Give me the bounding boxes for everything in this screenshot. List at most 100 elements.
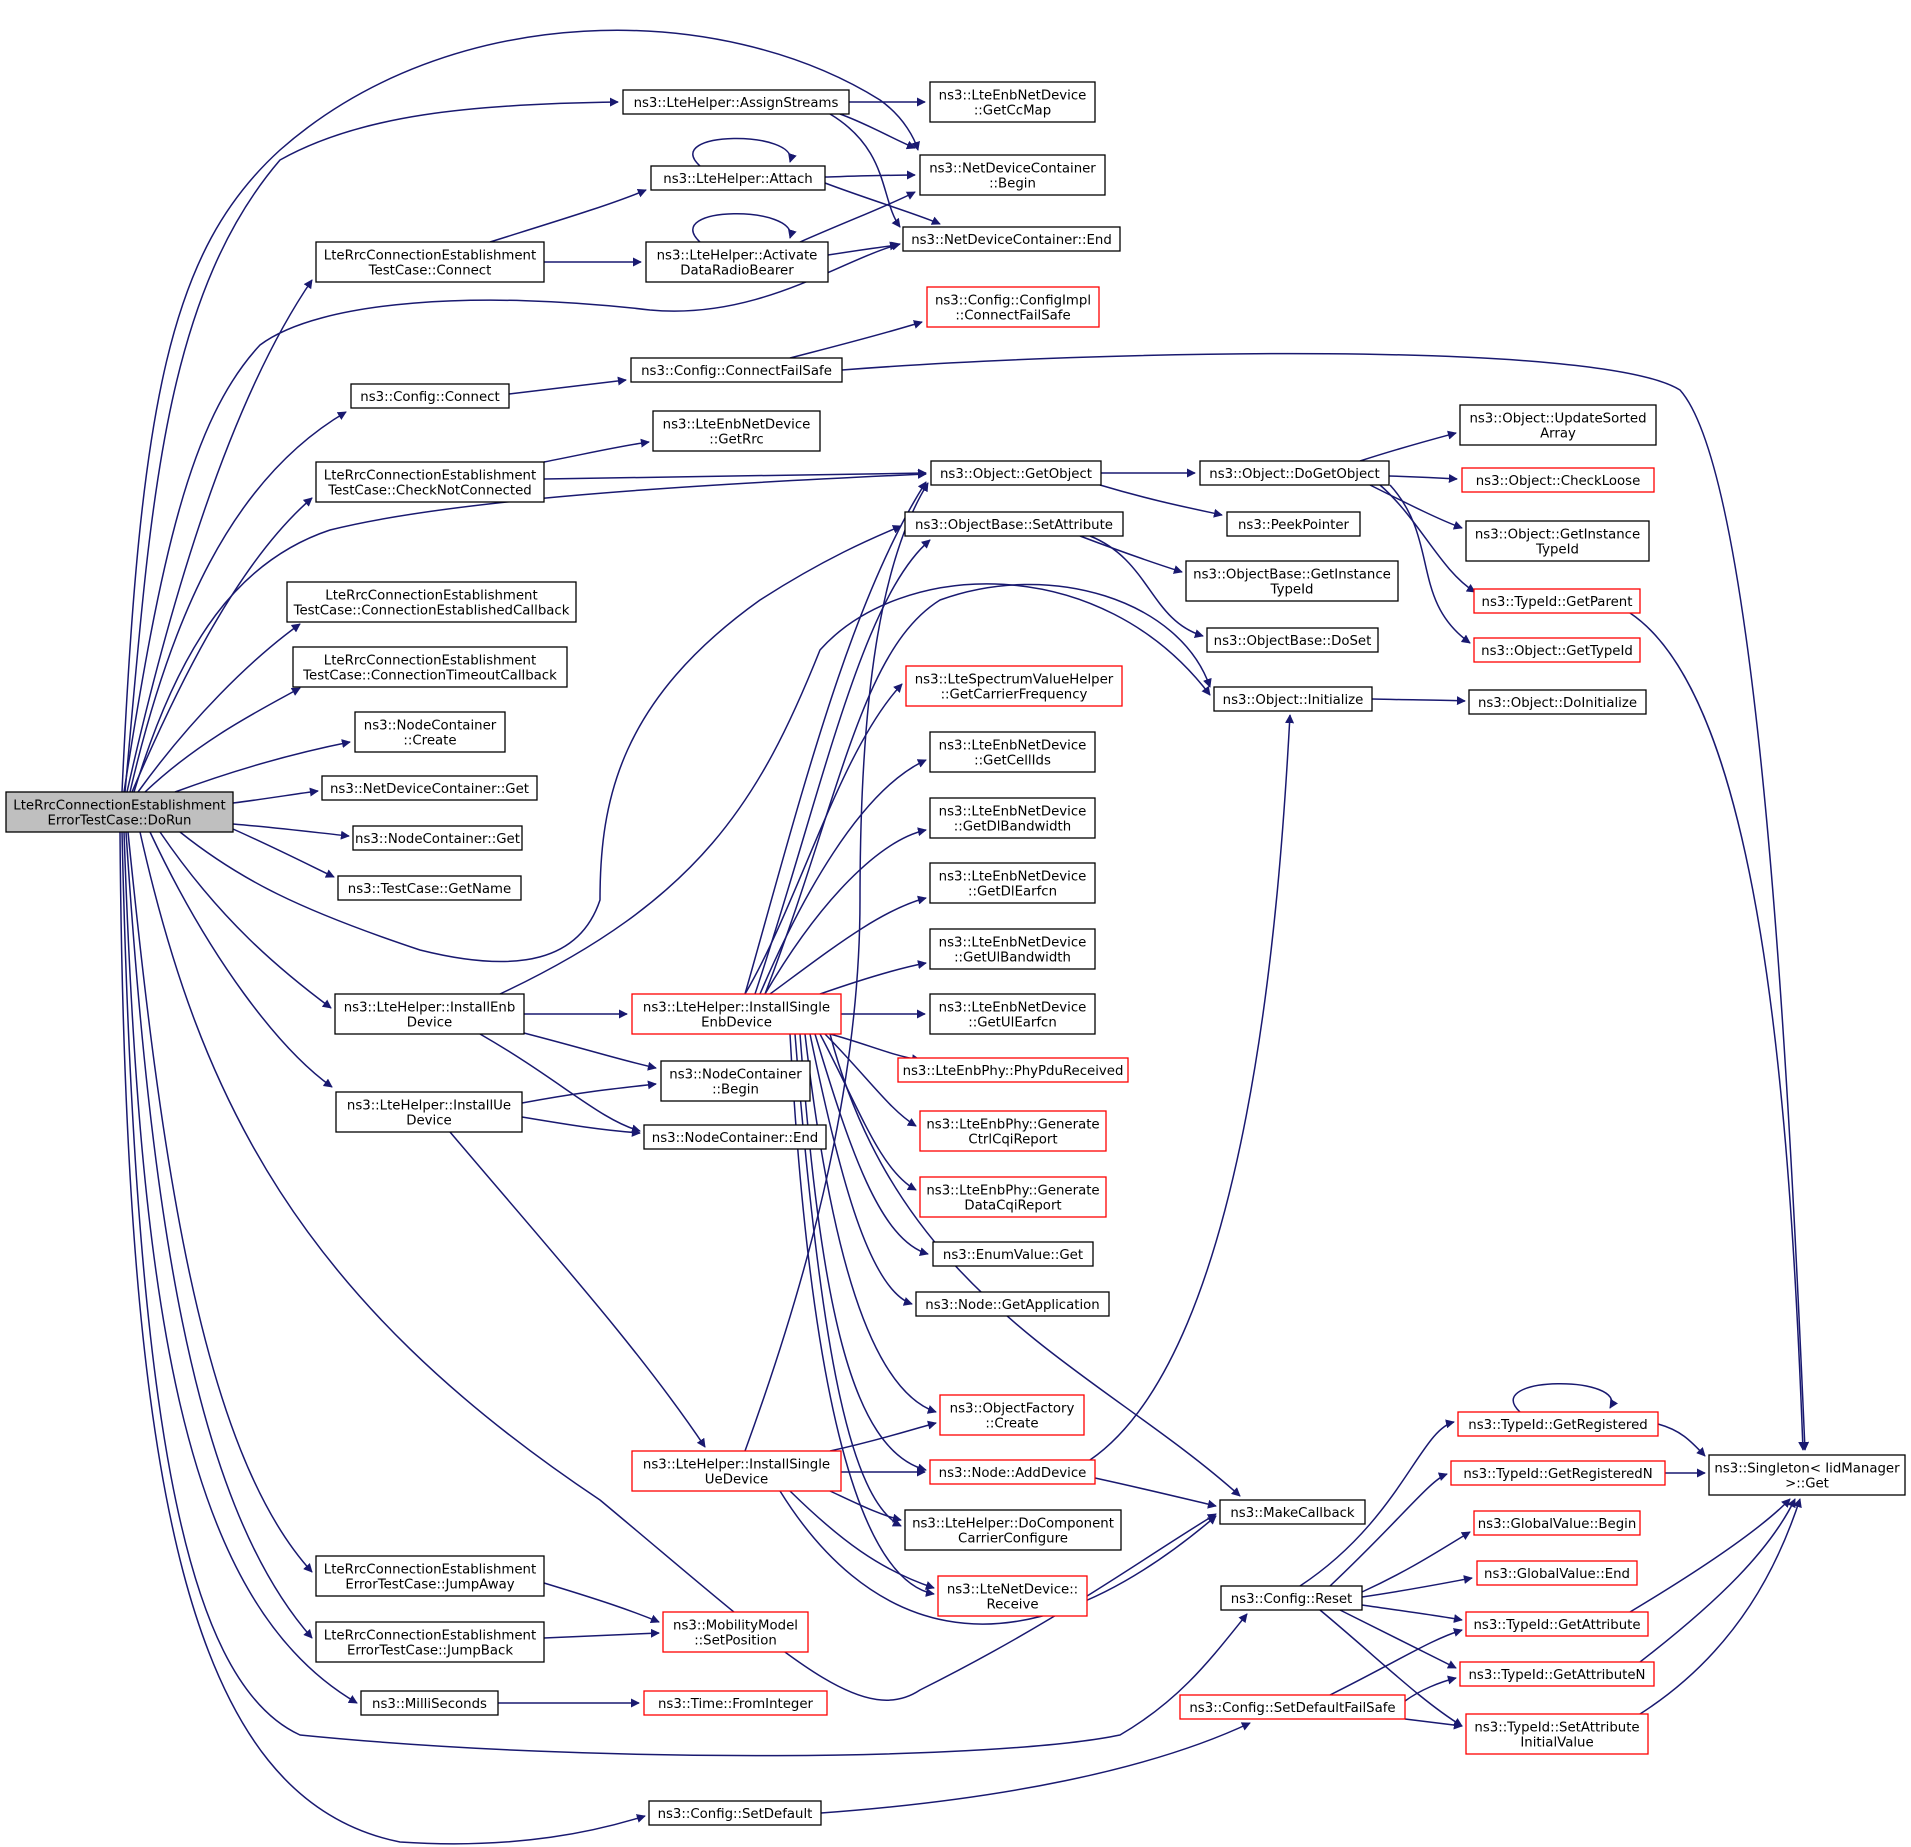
node-label: ns3::NodeContainer::End	[652, 1131, 818, 1146]
node-singletonGet[interactable]: ns3::Singleton< IidManager >::Get	[1708, 1454, 1906, 1496]
node-objDoGetObject[interactable]: ns3::Object::DoGetObject	[1199, 460, 1390, 486]
node-tcConnEstCb[interactable]: LteRrcConnectionEstablishmentTestCase::C…	[286, 581, 577, 623]
edge-root-to-ndcGet	[232, 787, 319, 804]
edge-cfgReset-to-typeIdGetAttrN	[1339, 1609, 1457, 1669]
node-objCheckLoose[interactable]: ns3::Object::CheckLoose	[1461, 467, 1655, 493]
node-label: CarrierConfigure	[958, 1532, 1068, 1547]
edge-lteInstallSingleEnb-to-nodeGetApp	[809, 1033, 913, 1306]
edge-root-to-lteAssign	[124, 97, 619, 793]
node-box	[622, 89, 850, 115]
node-ncBegin[interactable]: ns3::NodeContainer::Begin	[660, 1060, 811, 1102]
node-lteEnbGetUlBw[interactable]: ns3::LteEnbNetDevice::GetUlBandwidth	[929, 928, 1096, 970]
node-ncGet[interactable]: ns3::NodeContainer::Get	[352, 825, 523, 851]
node-milliSeconds[interactable]: ns3::MilliSeconds	[360, 1690, 499, 1716]
node-cfgConnect[interactable]: ns3::Config::Connect	[350, 383, 510, 409]
node-lteEnbGetCcMap[interactable]: ns3::LteEnbNetDevice::GetCcMap	[929, 81, 1096, 123]
node-label: ns3::NodeContainer::Get	[355, 832, 520, 847]
edge-lteInstallSingleEnb-to-objFactoryCreate	[804, 1033, 937, 1414]
node-makeCallback[interactable]: ns3::MakeCallback	[1219, 1499, 1366, 1525]
node-typeIdGetAttr[interactable]: ns3::TypeId::GetAttribute	[1465, 1611, 1649, 1637]
node-nodeGetApp[interactable]: ns3::Node::GetApplication	[915, 1291, 1110, 1317]
node-lteEnbGetRrc[interactable]: ns3::LteEnbNetDevice::GetRrc	[652, 410, 821, 452]
node-lteSpecGetCarrier[interactable]: ns3::LteSpectrumValueHelper::GetCarrierF…	[905, 665, 1123, 707]
node-objInitialize[interactable]: ns3::Object::Initialize	[1213, 686, 1373, 712]
node-cfgConnectFS[interactable]: ns3::Config::ConnectFailSafe	[630, 357, 843, 383]
node-cfgSetDefaultFS[interactable]: ns3::Config::SetDefaultFailSafe	[1179, 1694, 1406, 1720]
node-label: ns3::LteHelper::Activate	[657, 249, 818, 264]
node-ndcBegin[interactable]: ns3::NetDeviceContainer::Begin	[919, 154, 1106, 196]
edge-typeIdSetAttrInit-to-singletonGet	[1639, 1498, 1802, 1715]
node-lteEnbGetDlEarfcn[interactable]: ns3::LteEnbNetDevice::GetDlEarfcn	[929, 862, 1096, 904]
node-typeIdGetAttrN[interactable]: ns3::TypeId::GetAttributeN	[1459, 1661, 1655, 1687]
node-label: ns3::Config::ConnectFailSafe	[641, 364, 832, 379]
node-tcJumpBack[interactable]: LteRrcConnectionEstablishmentErrorTestCa…	[315, 1621, 545, 1663]
edge-cfgReset-to-typeIdGetRegisteredN	[1329, 1472, 1448, 1587]
node-ndcEnd[interactable]: ns3::NetDeviceContainer::End	[902, 226, 1121, 252]
node-enumValueGet[interactable]: ns3::EnumValue::Get	[932, 1241, 1094, 1267]
node-objDoInitialize[interactable]: ns3::Object::DoInitialize	[1468, 689, 1647, 715]
function-nodes: LteRrcConnectionEstablishmentErrorTestCa…	[5, 81, 1906, 1826]
node-objGetTypeId[interactable]: ns3::Object::GetTypeId	[1473, 637, 1641, 663]
node-label: ns3::Config::ConfigImpl	[935, 294, 1091, 309]
node-tcGetName[interactable]: ns3::TestCase::GetName	[337, 875, 522, 901]
node-tcConnTimeoutCb[interactable]: LteRrcConnectionEstablishmentTestCase::C…	[292, 646, 568, 688]
node-lteDoCCConfigure[interactable]: ns3::LteHelper::DoComponentCarrierConfig…	[904, 1509, 1122, 1551]
node-box	[354, 711, 506, 753]
node-timeFromInteger[interactable]: ns3::Time::FromInteger	[643, 1690, 828, 1716]
node-lteAttach[interactable]: ns3::LteHelper::Attach	[650, 165, 826, 191]
node-tcConnect[interactable]: LteRrcConnectionEstablishmentTestCase::C…	[315, 241, 545, 283]
node-lteEnbGetDlBw[interactable]: ns3::LteEnbNetDevice::GetDlBandwidth	[929, 797, 1096, 839]
edge-cfgReset-to-typeIdGetAttr	[1361, 1604, 1463, 1623]
node-lteEnbGetUlEarfcn[interactable]: ns3::LteEnbNetDevice::GetUlEarfcn	[929, 993, 1096, 1035]
node-objGetObject[interactable]: ns3::Object::GetObject	[930, 460, 1102, 486]
node-mobilitySetPos[interactable]: ns3::MobilityModel::SetPosition	[662, 1611, 809, 1653]
node-lteEnbGetCellIds[interactable]: ns3::LteEnbNetDevice::GetCellIds	[929, 731, 1096, 773]
edge-root-to-lteInstallUe	[149, 831, 333, 1088]
node-cfgSetDefault[interactable]: ns3::Config::SetDefault	[648, 1800, 822, 1826]
node-label: ns3::LteEnbNetDevice	[939, 89, 1087, 104]
node-typeIdGetParent[interactable]: ns3::TypeId::GetParent	[1473, 588, 1641, 614]
node-ndcGet[interactable]: ns3::NetDeviceContainer::Get	[321, 775, 538, 801]
node-typeIdGetRegisteredN[interactable]: ns3::TypeId::GetRegisteredN	[1450, 1460, 1666, 1486]
node-typeIdGetRegistered[interactable]: ns3::TypeId::GetRegistered	[1457, 1411, 1659, 1437]
node-objBaseDoSet[interactable]: ns3::ObjectBase::DoSet	[1206, 627, 1379, 653]
node-ncEnd[interactable]: ns3::NodeContainer::End	[643, 1124, 827, 1150]
node-label: ::GetDlEarfcn	[968, 885, 1057, 900]
node-cfgReset[interactable]: ns3::Config::Reset	[1220, 1585, 1363, 1611]
node-box	[631, 1450, 842, 1492]
node-peekPointer[interactable]: ns3::PeekPointer	[1226, 511, 1361, 537]
node-label: TestCase::ConnectionEstablishedCallback	[293, 604, 570, 619]
node-lteAssign[interactable]: ns3::LteHelper::AssignStreams	[622, 89, 850, 115]
node-nodeAddDevice[interactable]: ns3::Node::AddDevice	[929, 1459, 1096, 1485]
node-tcJumpAway[interactable]: LteRrcConnectionEstablishmentErrorTestCa…	[315, 1555, 545, 1597]
node-objFactoryCreate[interactable]: ns3::ObjectFactory::Create	[939, 1394, 1085, 1436]
edge-root-to-tcJumpAway	[127, 831, 313, 1573]
node-label: ns3::LteHelper::Attach	[663, 172, 812, 187]
node-label: ns3::LteHelper::AssignStreams	[634, 96, 839, 111]
node-lteEnbPhyPdu[interactable]: ns3::LteEnbPhy::PhyPduReceived	[897, 1057, 1129, 1083]
edge-objGetObject-to-peekPointer	[1099, 484, 1223, 518]
node-label: ns3::NetDeviceContainer::Get	[330, 782, 529, 797]
node-lteNetDevReceive[interactable]: ns3::LteNetDevice::Receive	[937, 1575, 1088, 1617]
node-globalValueBegin[interactable]: ns3::GlobalValue::Begin	[1473, 1510, 1641, 1536]
node-tcCheckNot[interactable]: LteRrcConnectionEstablishmentTestCase::C…	[315, 461, 545, 503]
node-ncCreate[interactable]: ns3::NodeContainer::Create	[354, 711, 506, 753]
node-objBaseSetAttr[interactable]: ns3::ObjectBase::SetAttribute	[904, 511, 1124, 537]
node-root[interactable]: LteRrcConnectionEstablishmentErrorTestCa…	[5, 791, 234, 833]
node-label: ::GetUlEarfcn	[968, 1016, 1057, 1031]
node-cfgImplConnect[interactable]: ns3::Config::ConfigImpl::ConnectFailSafe	[926, 286, 1100, 328]
node-label: Device	[406, 1114, 451, 1129]
node-globalValueEnd[interactable]: ns3::GlobalValue::End	[1476, 1560, 1638, 1586]
node-box	[929, 81, 1096, 123]
